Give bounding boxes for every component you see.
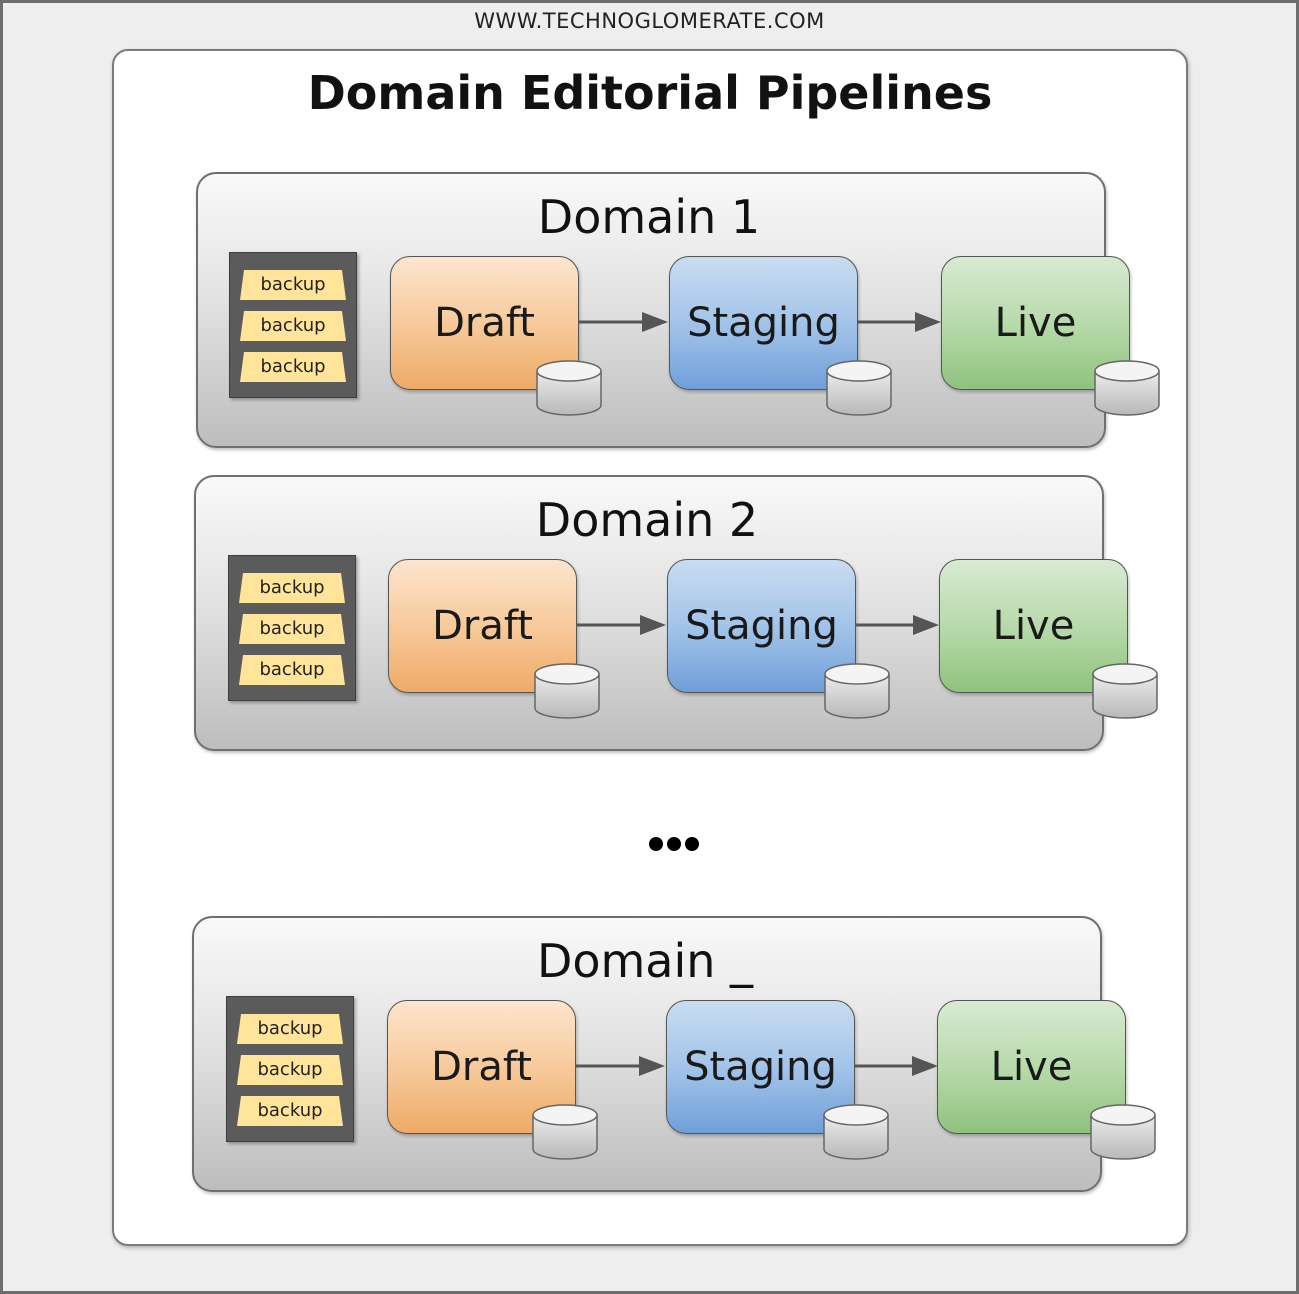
flow-arrow	[855, 615, 939, 635]
database-icon	[823, 1104, 889, 1160]
database-icon	[1094, 360, 1160, 416]
flow-arrow	[857, 312, 941, 332]
ellipsis-icon	[649, 837, 699, 851]
backup-tag: backup	[239, 614, 345, 644]
database-icon	[1092, 663, 1158, 719]
backup-tag: backup	[237, 1014, 343, 1044]
database-icon	[826, 360, 892, 416]
stage-staging: Staging	[666, 1000, 855, 1134]
database-icon	[534, 663, 600, 719]
database-icon	[532, 1104, 598, 1160]
stage-staging: Staging	[669, 256, 858, 390]
flow-arrow	[854, 1056, 938, 1076]
backup-tag: backup	[240, 352, 346, 382]
database-icon	[536, 360, 602, 416]
backup-tag: backup	[240, 270, 346, 300]
site-url: WWW.TECHNOGLOMERATE.COM	[474, 9, 825, 33]
backup-tag: backup	[237, 1096, 343, 1126]
flow-arrow	[575, 1056, 665, 1076]
backup-tag: backup	[239, 655, 345, 685]
stage-draft: Draft	[390, 256, 579, 390]
database-icon	[824, 663, 890, 719]
stage-staging: Staging	[667, 559, 856, 693]
backup-tag: backup	[240, 311, 346, 341]
diagram-title: Domain Editorial Pipelines	[307, 66, 993, 120]
backup-tag: backup	[237, 1055, 343, 1085]
flow-arrow	[576, 615, 666, 635]
domain-title: Domain _	[536, 934, 754, 988]
backup-rack: backup backup backup	[228, 555, 356, 701]
backup-tag: backup	[239, 573, 345, 603]
database-icon	[1090, 1104, 1156, 1160]
domain-title: Domain 2	[535, 493, 759, 547]
flow-arrow	[578, 312, 668, 332]
domain-title: Domain 1	[537, 190, 761, 244]
backup-rack: backup backup backup	[229, 252, 357, 398]
backup-rack: backup backup backup	[226, 996, 354, 1142]
